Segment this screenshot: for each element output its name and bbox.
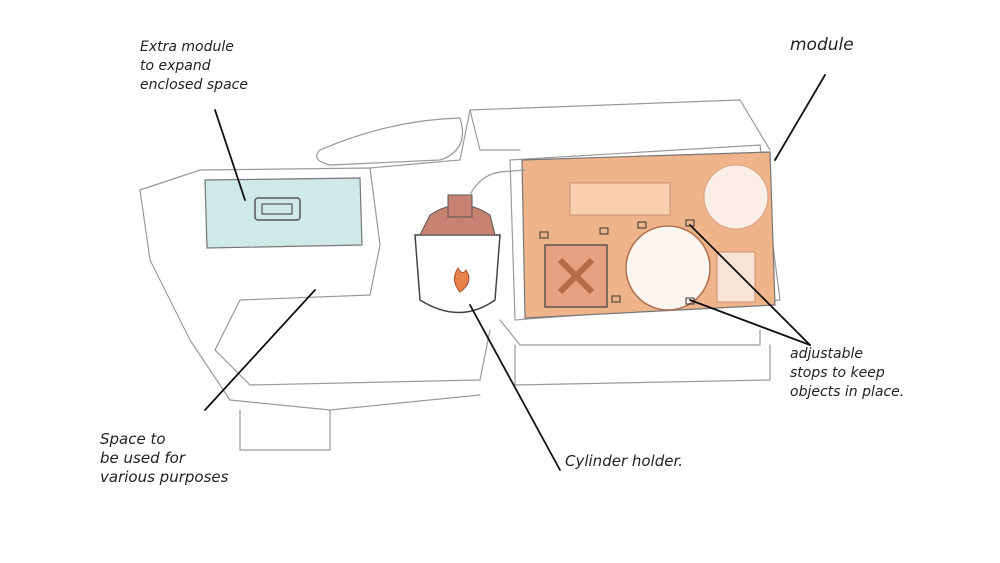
label-module: module [790, 35, 854, 55]
leader-lines [204, 74, 826, 471]
cylinder-holder [414, 169, 526, 314]
extra-module [204, 177, 363, 249]
base-frame [139, 99, 771, 451]
module [509, 144, 781, 321]
label-cylinder-holder: Cylinder holder. [565, 452, 684, 470]
label-space: Space to be used for various purposes [100, 430, 229, 486]
label-extra-module: Extra module to expand enclosed space [140, 39, 248, 93]
label-adjustable-stops: adjustable stops to keep objects in plac… [790, 346, 905, 400]
